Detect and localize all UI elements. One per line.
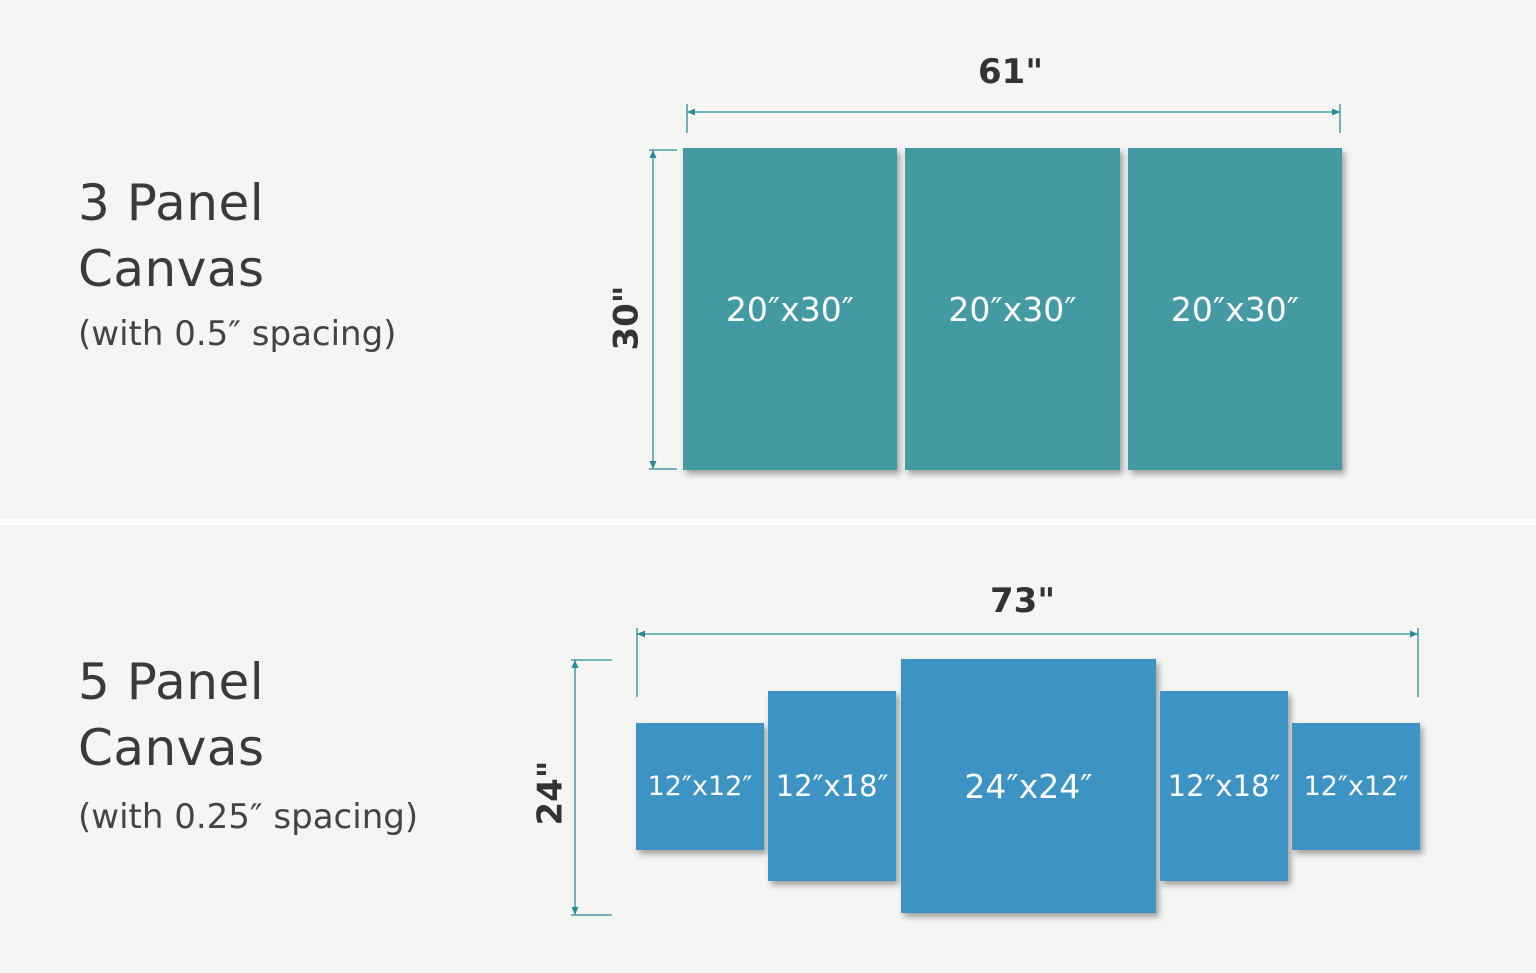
- three-panel-subtitle: (with 0.5″ spacing): [78, 314, 397, 354]
- three-panel-title-line1: 3 Panel: [78, 174, 265, 232]
- panel-size-label: 12″x12″: [647, 771, 753, 802]
- three-panel-height-label: 30": [606, 285, 647, 351]
- five-panel-title-line2: Canvas: [78, 719, 265, 777]
- five-panel-canvas-4: 12″x18″: [1160, 691, 1288, 881]
- section-divider: [0, 519, 1536, 525]
- panel-size-label: 20″x30″: [1170, 289, 1300, 329]
- five-panel-canvas-3: 24″x24″: [901, 659, 1156, 913]
- panel-size-label: 12″x18″: [1167, 769, 1281, 803]
- panel-size-label: 12″x12″: [1303, 771, 1409, 802]
- three-panel-title-line2: Canvas: [78, 240, 265, 298]
- five-panel-canvas-1: 12″x12″: [636, 723, 764, 850]
- five-panel-canvas-2: 12″x18″: [768, 691, 896, 881]
- five-panel-title-line1: 5 Panel: [78, 653, 265, 711]
- panel-size-label: 12″x18″: [775, 769, 889, 803]
- panel-size-label: 20″x30″: [948, 289, 1077, 329]
- five-panel-section: 5 Panel Canvas (with 0.25″ spacing) 73" …: [0, 525, 1536, 973]
- three-panel-canvas-1: 20″x30″: [683, 148, 897, 470]
- five-panel-subtitle: (with 0.25″ spacing): [78, 797, 419, 837]
- three-panel-width-label: 61": [978, 52, 1044, 92]
- five-panel-height-label: 24": [530, 760, 571, 826]
- three-panel-canvas-3: 20″x30″: [1128, 148, 1342, 470]
- panel-size-label: 20″x30″: [725, 289, 855, 329]
- three-panel-canvas-2: 20″x30″: [905, 148, 1120, 470]
- five-panel-canvas-5: 12″x12″: [1292, 723, 1420, 850]
- three-panel-section: 3 Panel Canvas (with 0.5″ spacing) 61" 3…: [78, 52, 1342, 470]
- panel-size-label: 24″x24″: [964, 766, 1093, 806]
- five-panel-width-label: 73": [990, 581, 1056, 621]
